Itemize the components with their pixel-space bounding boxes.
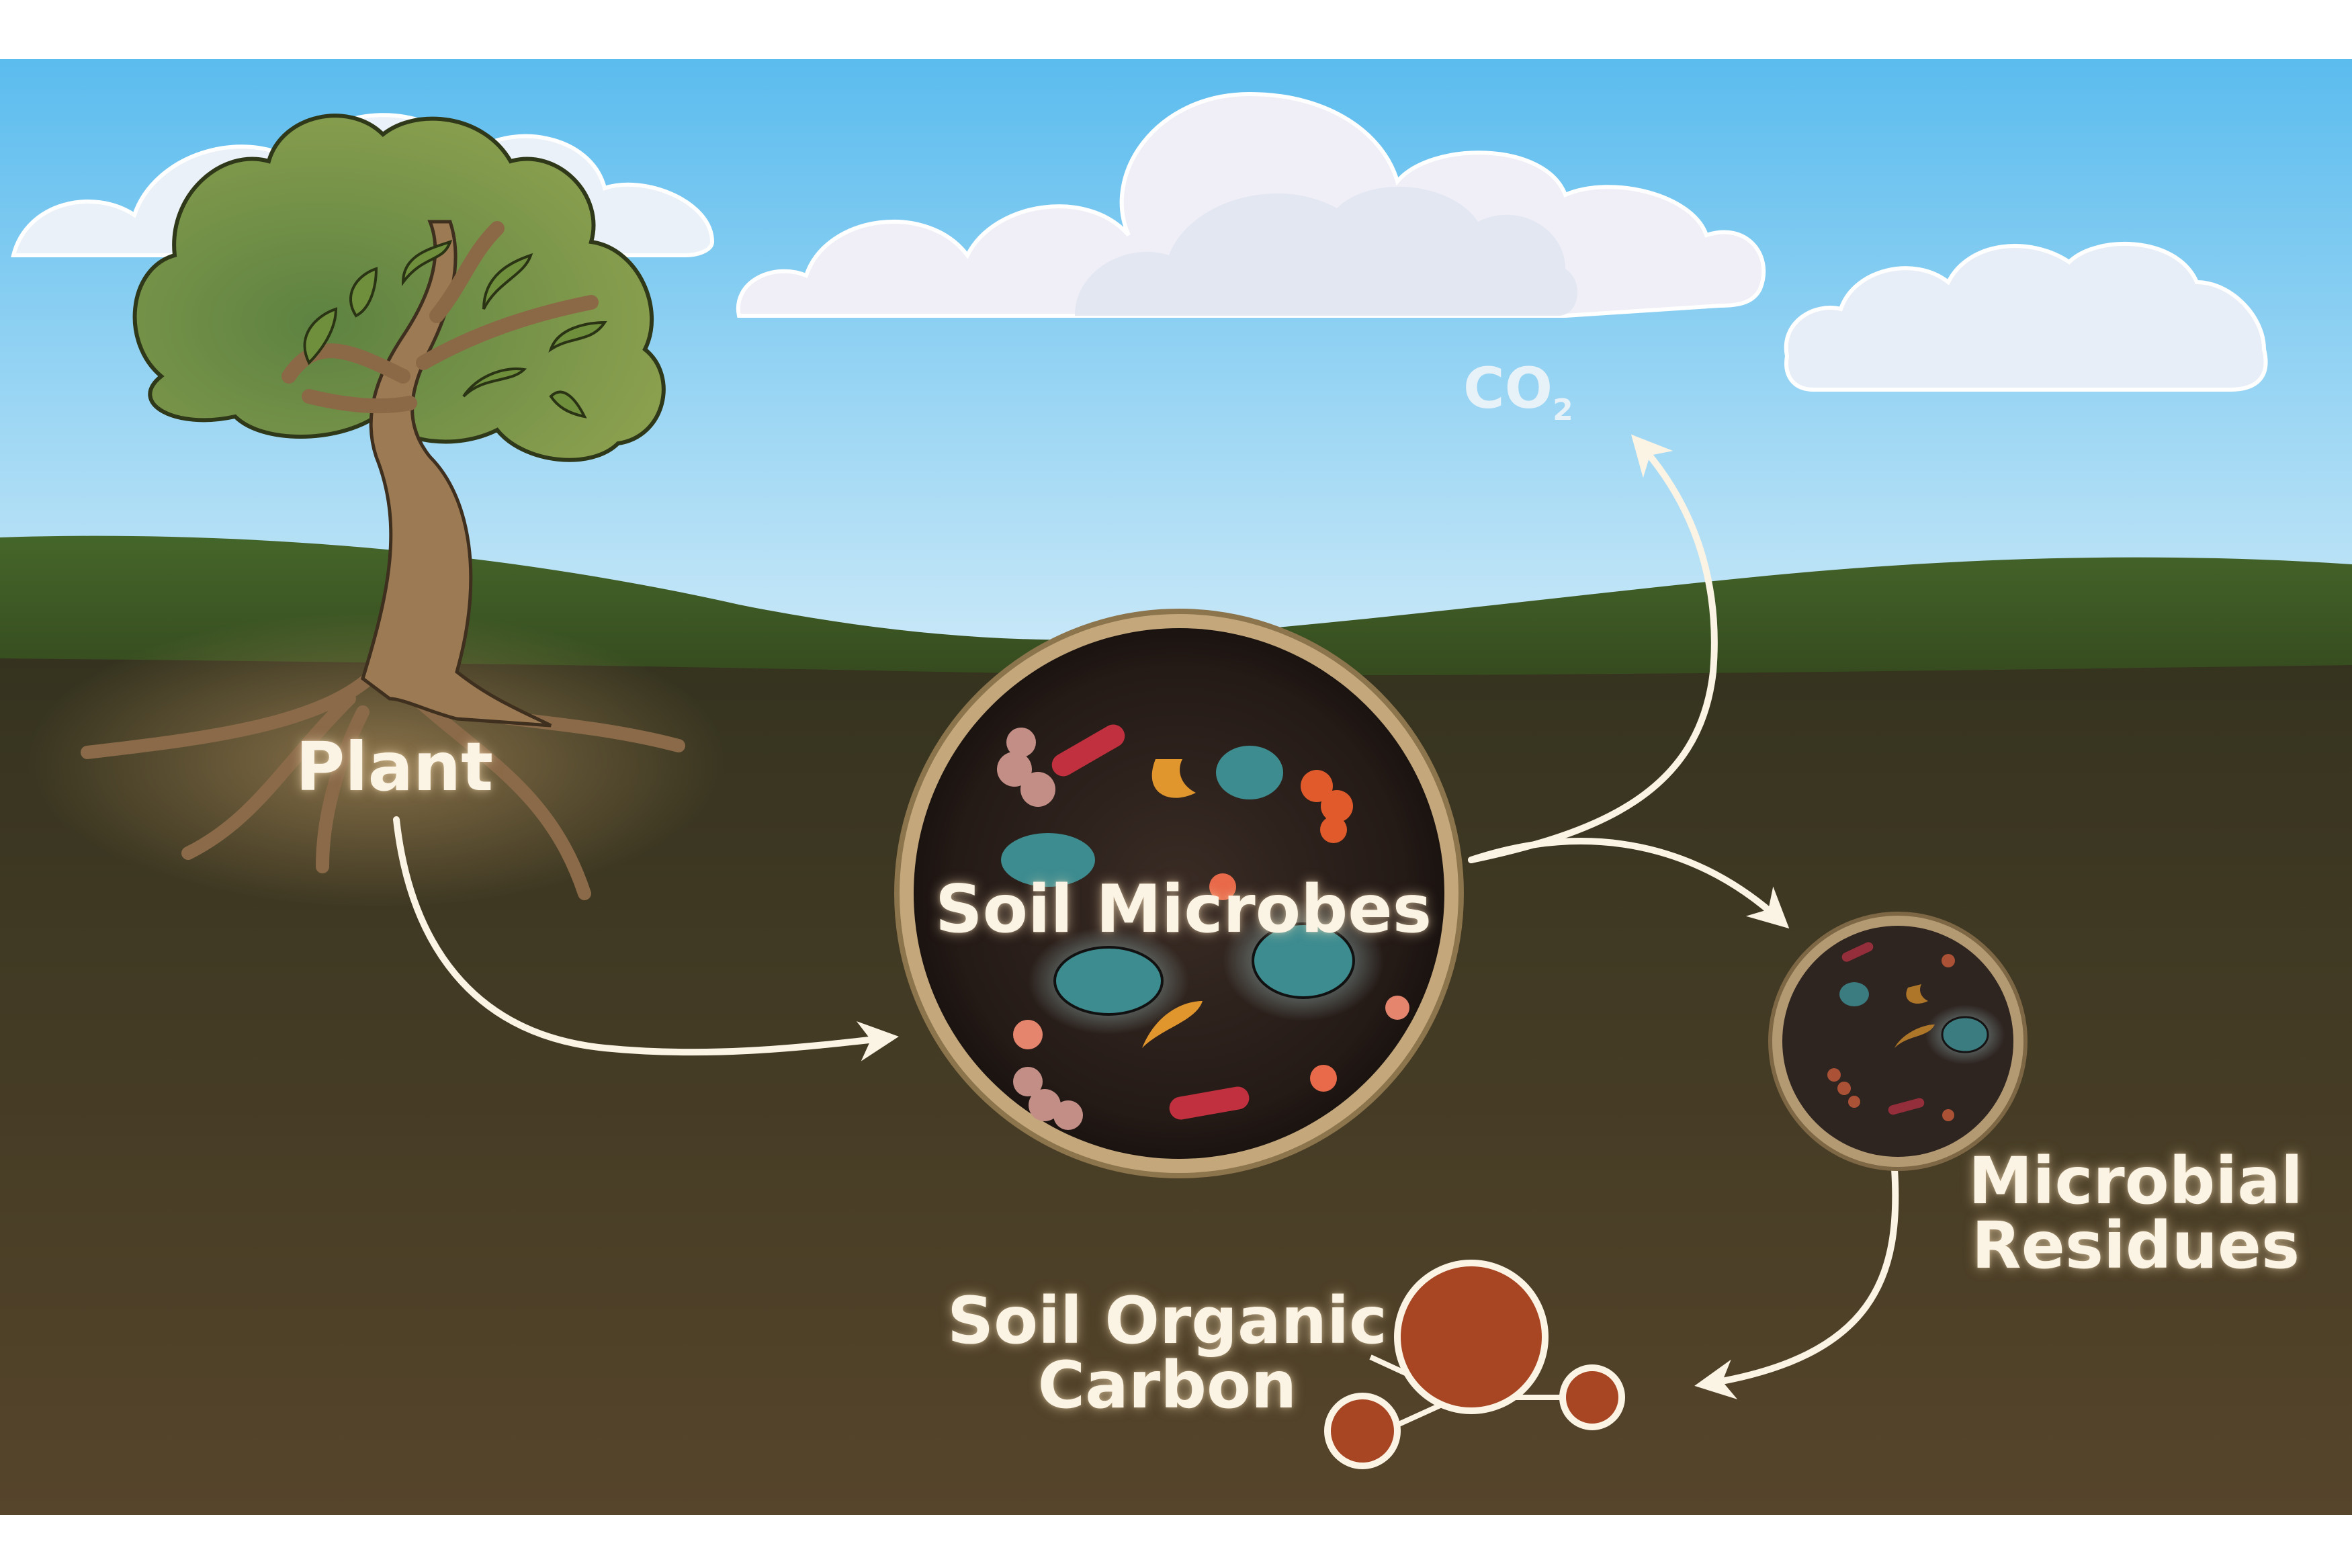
arrow-plant-to-microbes bbox=[393, 816, 899, 1061]
cloud-icon bbox=[1075, 186, 1578, 316]
microbial-residues-circle bbox=[1768, 912, 2028, 1171]
soil-organic-carbon-line-1: Soil Organic bbox=[947, 1283, 1387, 1358]
soil-microbes-circle bbox=[894, 609, 1464, 1178]
soil-organic-carbon-label: Soil Organic Carbon bbox=[947, 1289, 1387, 1418]
microbial-residues-line-1: Microbial bbox=[1968, 1143, 2303, 1219]
arrow-residues-to-carbon bbox=[1694, 1166, 1899, 1399]
microbial-residues-line-2: Residues bbox=[1971, 1208, 2300, 1283]
bacteria-icon bbox=[1827, 942, 2005, 1121]
co2-subscript: 2 bbox=[1553, 393, 1573, 427]
soil-organic-carbon-line-2: Carbon bbox=[1037, 1348, 1297, 1423]
tree-icon bbox=[27, 114, 726, 907]
co2-main: CO bbox=[1463, 355, 1553, 421]
arrow-icon bbox=[393, 434, 1899, 1399]
bacteria-icon bbox=[997, 724, 1409, 1130]
cloud-icon bbox=[1784, 241, 2268, 392]
arrow-microbes-to-residues bbox=[1468, 838, 1790, 929]
co2-label: CO2 bbox=[1463, 360, 1573, 425]
soil-microbes-label: Soil Microbes bbox=[935, 871, 1432, 948]
molecule-icon bbox=[1324, 1260, 1625, 1469]
arrow-microbes-to-co2 bbox=[1468, 434, 1718, 863]
microbial-residues-label: Microbial Residues bbox=[1968, 1149, 2303, 1278]
plant-label: Plant bbox=[296, 728, 494, 806]
